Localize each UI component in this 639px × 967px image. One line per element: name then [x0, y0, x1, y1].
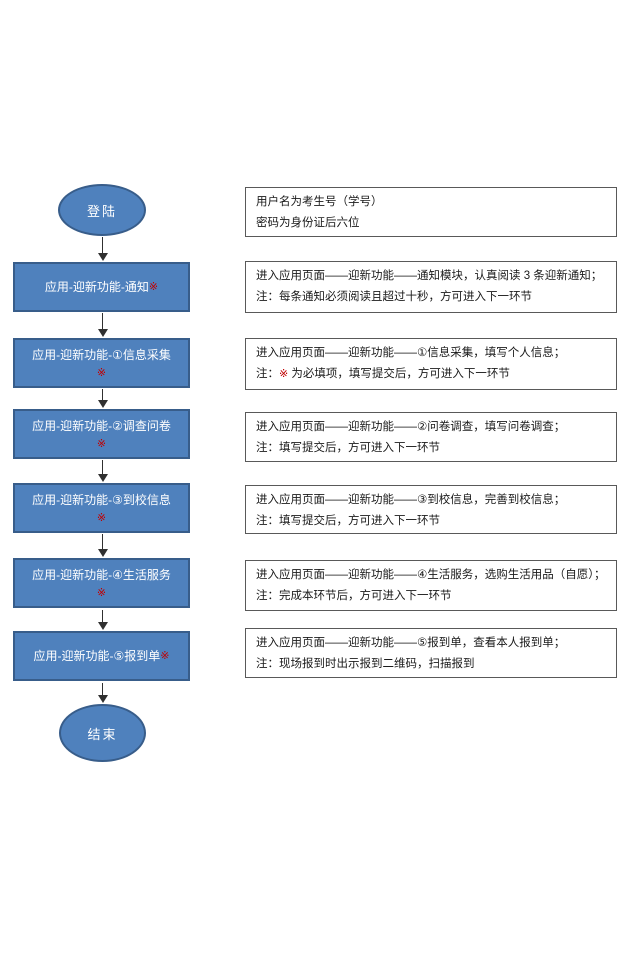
- arrow-head-icon: [97, 549, 108, 557]
- note-line: 注：填写提交后，方可进入下一环节: [256, 442, 440, 454]
- flow-step-label: 应用-迎新功能-①信息采集: [32, 347, 171, 362]
- arrow-line: [101, 683, 104, 695]
- end-node: 结束: [59, 704, 146, 762]
- end-node-label: 结束: [87, 726, 118, 742]
- down-arrow: [96, 237, 109, 261]
- down-arrow: [96, 389, 109, 408]
- start-node: 登陆: [58, 184, 146, 236]
- arrow-line: [101, 610, 104, 622]
- required-mark: ※: [279, 368, 289, 380]
- start-node-label: 登陆: [86, 203, 117, 219]
- required-mark: ※: [148, 280, 159, 293]
- down-arrow: [96, 610, 109, 630]
- note-line: 注：※ 为必填项，填写提交后，方可进入下一环节: [256, 364, 608, 385]
- note-line: 注：填写提交后，方可进入下一环节: [256, 515, 440, 527]
- arrow-head-icon: [97, 622, 108, 630]
- down-arrow: [96, 683, 109, 703]
- arrow-head-icon: [97, 474, 108, 482]
- note-line: 进入应用页面——迎新功能——⑤报到单，查看本人报到单；: [256, 637, 566, 649]
- note-line: 密码为身份证后六位: [256, 217, 360, 229]
- required-mark: ※: [96, 586, 107, 599]
- flow-step-line: 应用-迎新功能-通知※: [45, 280, 158, 294]
- arrow-line: [101, 389, 104, 400]
- arrow-head-icon: [97, 329, 108, 337]
- flow-step-notice: 应用-迎新功能-通知※: [13, 262, 190, 312]
- flow-step-label: 应用-迎新功能-③到校信息: [32, 492, 171, 507]
- flow-step-label: 应用-迎新功能-通知: [44, 280, 149, 294]
- arrow-line: [101, 313, 104, 329]
- note-line: 进入应用页面——迎新功能——①信息采集，填写个人信息；: [256, 347, 566, 359]
- flow-step-label: 应用-迎新功能-④生活服务: [32, 567, 171, 582]
- note-checkin-form: 进入应用页面——迎新功能——⑤报到单，查看本人报到单； 注：现场报到时出示报到二…: [245, 628, 617, 678]
- flow-step-life-services: 应用-迎新功能-④生活服务 ※: [13, 558, 190, 608]
- flow-step-line: 应用-迎新功能-⑤报到单※: [34, 649, 170, 663]
- note-info-collection: 进入应用页面——迎新功能——①信息采集，填写个人信息； 注：※ 为必填项，填写提…: [245, 338, 617, 390]
- note-line: 进入应用页面——迎新功能——通知模块，认真阅读 3 条迎新通知；: [256, 270, 603, 282]
- flow-step-checkin-form: 应用-迎新功能-⑤报到单※: [13, 631, 190, 681]
- note-line: 进入应用页面——迎新功能——③到校信息，完善到校信息；: [256, 494, 566, 506]
- flow-step-info-collection: 应用-迎新功能-①信息采集 ※: [13, 338, 190, 388]
- required-mark: ※: [160, 649, 170, 662]
- arrow-head-icon: [97, 695, 108, 703]
- flow-step-survey: 应用-迎新功能-②调查问卷 ※: [13, 409, 190, 459]
- note-notice: 进入应用页面——迎新功能——通知模块，认真阅读 3 条迎新通知； 注：每条通知必…: [245, 261, 617, 313]
- note-line-prefix: 注：: [256, 368, 279, 380]
- arrow-line: [101, 534, 104, 549]
- arrow-head-icon: [97, 253, 108, 261]
- note-line: 用户名为考生号（学号）: [256, 196, 383, 208]
- down-arrow: [96, 313, 109, 337]
- flow-step-label: 应用-迎新功能-②调查问卷: [32, 418, 171, 433]
- required-mark: ※: [96, 366, 107, 379]
- arrow-line: [101, 237, 104, 253]
- note-login-credentials: 用户名为考生号（学号） 密码为身份证后六位: [245, 187, 617, 237]
- arrow-line: [101, 460, 104, 474]
- note-line-suffix: 为必填项，填写提交后，方可进入下一环节: [288, 368, 510, 380]
- note-life-services: 进入应用页面——迎新功能——④生活服务，选购生活用品（自愿）； 注：完成本环节后…: [245, 560, 617, 611]
- note-line: 注：现场报到时出示报到二维码，扫描报到: [256, 658, 475, 670]
- down-arrow: [96, 534, 109, 557]
- flow-step-label: 应用-迎新功能-⑤报到单: [33, 649, 161, 663]
- flow-step-arrival-info: 应用-迎新功能-③到校信息 ※: [13, 483, 190, 533]
- arrow-head-icon: [97, 400, 108, 408]
- note-line: 注：完成本环节后，方可进入下一环节: [256, 590, 452, 602]
- note-survey: 进入应用页面——迎新功能——②问卷调查，填写问卷调查； 注：填写提交后，方可进入…: [245, 412, 617, 462]
- required-mark: ※: [96, 437, 107, 450]
- note-line: 进入应用页面——迎新功能——②问卷调查，填写问卷调查；: [256, 421, 566, 433]
- required-mark: ※: [96, 511, 107, 524]
- note-arrival-info: 进入应用页面——迎新功能——③到校信息，完善到校信息； 注：填写提交后，方可进入…: [245, 485, 617, 534]
- down-arrow: [96, 460, 109, 482]
- note-line: 注：每条通知必须阅读且超过十秒，方可进入下一环节: [256, 291, 532, 303]
- note-line: 进入应用页面——迎新功能——④生活服务，选购生活用品（自愿）；: [256, 569, 606, 581]
